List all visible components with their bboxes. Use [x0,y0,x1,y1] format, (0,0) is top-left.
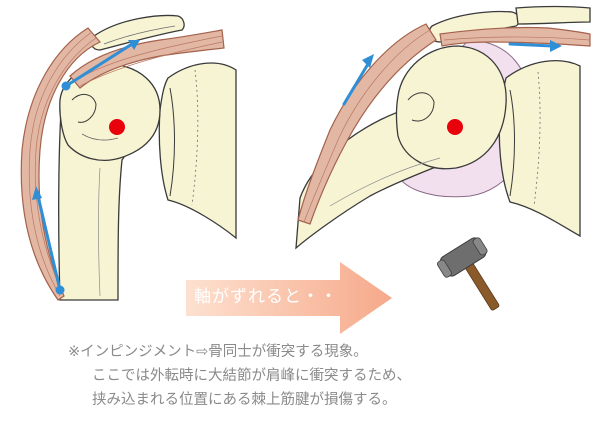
deltoid-insertion-dot [56,286,65,295]
shoulder-diagram-abducted [296,7,590,249]
tendon-insertion-dot [62,82,71,91]
caption-line: 挟み込まれる位置にある棘上筋腱が損傷する。 [0,388,597,412]
arrow-label: 軸がずれると・・ [194,283,338,311]
caption-line: ここでは外転時に大結節が肩峰に衝突するため、 [0,364,597,388]
caption-line: ※インピンジメント⇨骨同士が衝突する現象。 [0,340,597,364]
caption: ※インピンジメント⇨骨同士が衝突する現象。 ここでは外転時に大結節が肩峰に衝突す… [0,340,597,412]
red-dot-icon [109,119,125,135]
red-dot-icon [447,119,463,135]
hammer-icon [435,235,516,323]
supraspinatus-tendon-marker [510,44,552,46]
shoulder-diagram-neutral [21,16,236,300]
clavicle [516,7,590,25]
scapula-glenoid [159,63,236,238]
